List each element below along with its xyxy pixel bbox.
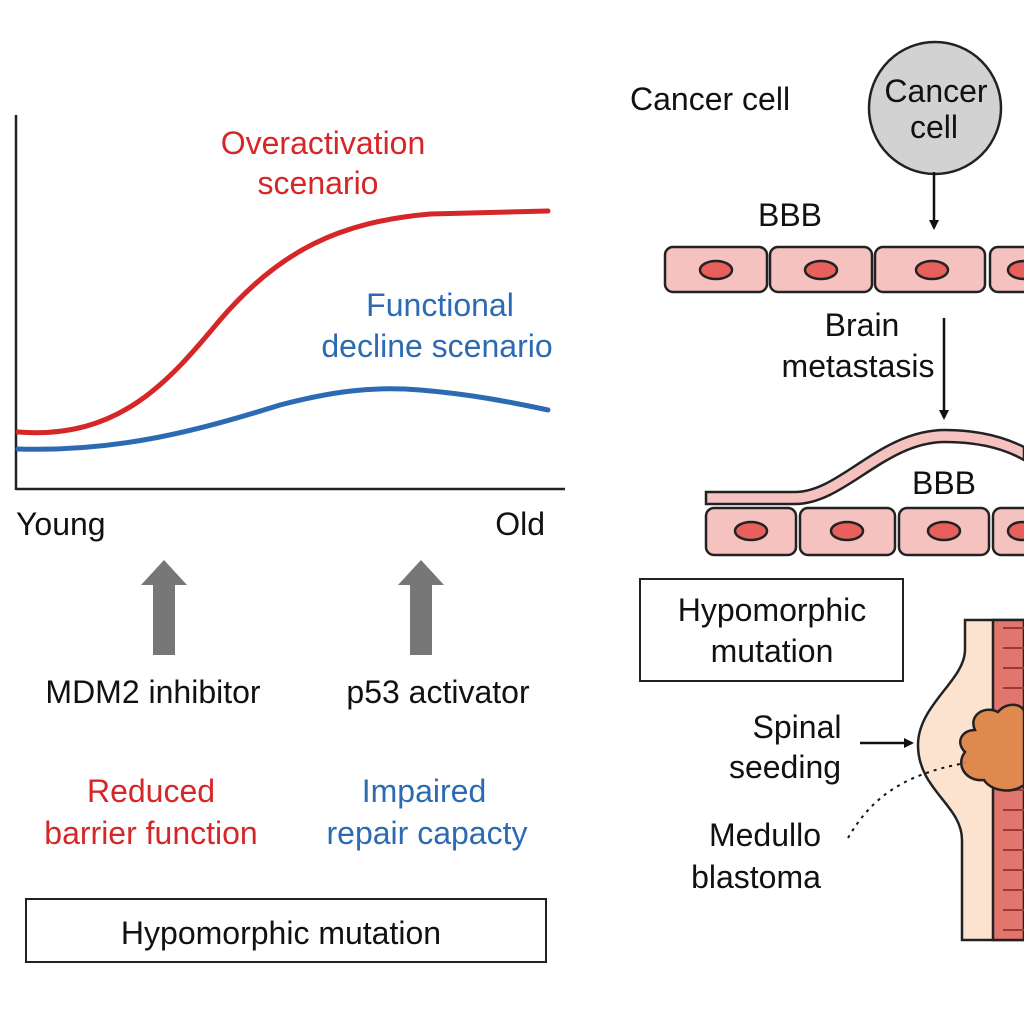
spinal-seeding-line2: seeding xyxy=(729,749,841,785)
bbb-top-label: BBB xyxy=(758,197,822,233)
impaired-label-line2: repair capacty xyxy=(327,815,528,851)
hypo-box-line2: mutation xyxy=(711,633,834,669)
p53-activator-label: p53 activator xyxy=(346,674,530,710)
impaired-label-line1: Impaired xyxy=(362,773,487,809)
bbb-top-cell-row xyxy=(663,245,1024,294)
metastasis-panel: Cancer cell Cancer cell BBB Brain metast… xyxy=(630,40,1024,942)
overactivation-curve xyxy=(15,208,551,436)
hypo-box-line1: Hypomorphic xyxy=(678,592,867,628)
cancer-cell-circle: Cancer cell xyxy=(867,40,1003,176)
brain-metastasis-line2: metastasis xyxy=(782,348,935,384)
reduced-label-line2: barrier function xyxy=(44,815,257,851)
cancer-cell-circle-line2: cell xyxy=(910,109,958,145)
overactivation-label-line2: scenario xyxy=(258,165,379,201)
medulloblastoma-pointer xyxy=(847,762,966,839)
up-arrow-left-icon xyxy=(141,560,187,655)
cancer-cell-circle-line1: Cancer xyxy=(884,73,988,109)
x-axis-label-young: Young xyxy=(16,506,106,542)
decline-curve xyxy=(15,386,551,452)
medullo-line2: blastoma xyxy=(691,859,821,895)
hypomorphic-mutation-box: Hypomorphic mutation xyxy=(25,898,547,963)
aging-graph: Overactivation scenario Functional decli… xyxy=(14,115,565,542)
hypomorphic-mutation-label: Hypomorphic mutation xyxy=(121,915,441,951)
cancer-cell-label: Cancer cell xyxy=(630,81,790,117)
intervention-arrows: MDM2 inhibitor p53 activator Reduced bar… xyxy=(44,560,530,851)
medullo-line1: Medullo xyxy=(709,817,821,853)
spinal-seeding-line1: Spinal xyxy=(753,709,842,745)
spinal-cord-illustration xyxy=(916,618,1024,942)
decline-label-line2: decline scenario xyxy=(321,328,552,364)
bbb-bottom-label: BBB xyxy=(912,465,976,501)
hypomorphic-mutation-box-right: Hypomorphic mutation xyxy=(639,578,904,682)
x-axis-label-old: Old xyxy=(495,506,545,542)
mdm2-inhibitor-label: MDM2 inhibitor xyxy=(45,674,261,710)
up-arrow-right-icon xyxy=(398,560,444,655)
bbb-bulge-membrane xyxy=(704,428,1024,506)
tumor-mass xyxy=(959,703,1024,792)
reduced-label-line1: Reduced xyxy=(87,773,215,809)
brain-metastasis-line1: Brain xyxy=(825,307,900,343)
overactivation-label-line1: Overactivation xyxy=(221,125,426,161)
bbb-bottom-cell-row xyxy=(704,506,1024,557)
decline-label-line1: Functional xyxy=(366,287,514,323)
